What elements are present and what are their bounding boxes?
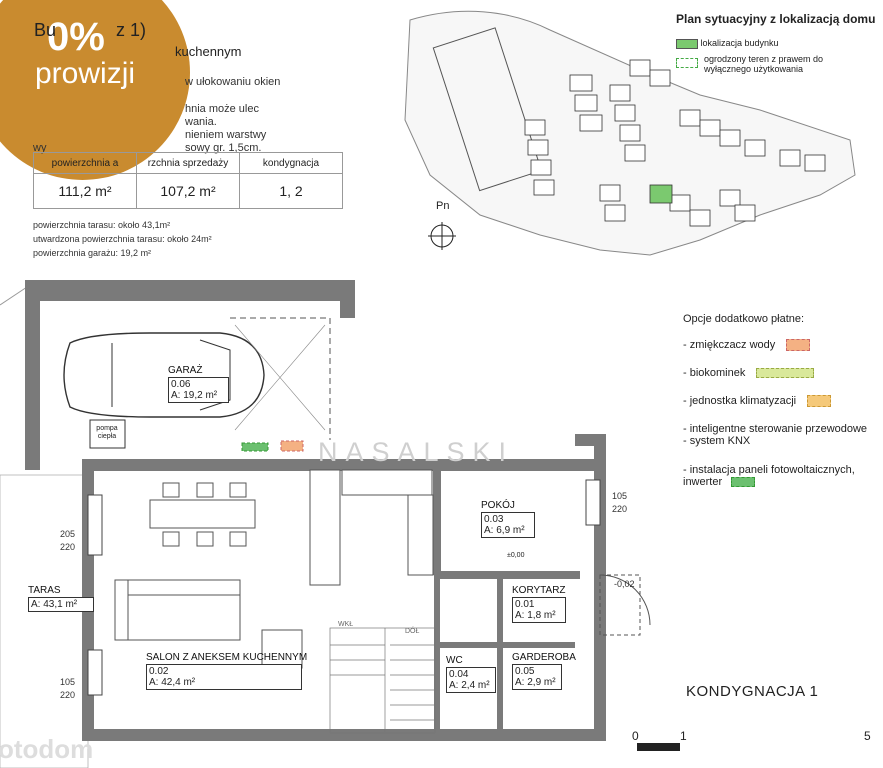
room-wc-area: A: 2,4 m² [449,680,490,691]
option-photovoltaics: - instalacja paneli fotowoltaicznych, in… [683,464,873,488]
extra-area-3: powierzchnia garażu: 19,2 m² [33,248,152,258]
option-swatch-biofireplace [756,368,815,379]
room-taras-box: A: 43,1 m² [28,597,94,612]
option-swatch-water-softener [786,339,811,352]
north-arrow [428,222,456,250]
site-plan-title: Plan sytuacyjny z lokalizacją domu [676,12,876,26]
title-start: Bu [34,20,57,40]
option-label-air-conditioning: - jednostka klimatyzacji [683,395,797,407]
site-legend-item-fenced: ogrodzony teren z prawem do wyłącznego u… [676,54,826,74]
area-header-3: kondygnacja [239,152,343,174]
level-entry: -0,02 [614,579,635,589]
north-label: Pn [436,200,450,212]
legend-label-fenced: ogrodzony teren z prawem do wyłącznego u… [704,54,824,74]
area-value-2: 107,2 m² [136,173,240,209]
area-value-1: 111,2 m² [33,173,137,209]
room-korytarz-name: KORYTARZ [512,585,566,596]
extra-area-1: powierzchnia tarasu: około 43,1m² [33,220,171,230]
floor-label: KONDYGNACJA 1 [686,683,819,700]
heat-pump-label: pompa ciepła [96,425,118,440]
window-dim-left-top-w: 205 [60,529,76,539]
stair-up-label: WKŁ [338,621,354,628]
room-garderoba-box: 0.05 A: 2,9 m² [512,664,562,690]
room-taras-name: TARAS [28,585,61,596]
option-swatch-photovoltaics [731,477,756,488]
area-header-2: rzchnia sprzedaży [136,152,240,174]
header-note-2: hnia może ulec [185,103,259,115]
legend-label-building: lokalizacja budynku [700,38,779,48]
window-dim-left-bottom: 105 220 [60,676,75,702]
site-plan-map [404,10,856,256]
room-pokoj-name: POKÓJ [481,500,515,511]
room-wc-box: 0.04 A: 2,4 m² [446,667,496,693]
option-label-water-softener: - zmiękczacz wody [683,339,776,351]
scale-0: 0 [632,729,639,743]
window-dim-left-top-h: 220 [60,542,76,552]
title-end: z 1) [116,20,147,40]
room-garage-box: 0.06 A: 19,2 m² [168,377,229,403]
header-note-3: wania. [185,116,217,128]
room-garage-name: GARAŻ [168,365,203,376]
room-garderoba-area: A: 2,9 m² [515,677,556,688]
room-garage-num: 0.06 [171,379,191,390]
room-wc-name: WC [446,655,463,666]
site-legend-item-building: lokalizacja budynku [676,38,779,49]
window-dim-left-bottom-h: 220 [60,690,76,700]
floor-plan [0,280,680,768]
header-note-1: w ułokowaniu okien [185,76,281,88]
room-garage-area: A: 19,2 m² [171,390,218,401]
room-salon-num: 0.02 [149,666,169,677]
room-korytarz-area: A: 1,8 m² [515,610,556,621]
window-dim-right-w: 105 [612,491,628,501]
page-title: Bu z 1) [34,20,146,41]
option-water-softener: - zmiękczacz wody [683,339,811,352]
room-pokoj-area: A: 6,9 m² [484,525,525,536]
window-dim-right-h: 220 [612,504,628,514]
options-title: Opcje dodatkowo płatne: [683,313,805,325]
room-garderoba-num: 0.05 [515,666,535,677]
legend-swatch-building [676,38,698,49]
area-table: powierzchnia a rzchnia sprzedaży kondygn… [33,152,343,209]
page-subtitle: kuchennym [175,44,242,59]
scale-bar [637,743,680,751]
level-room: ±0,00 [507,552,525,559]
header-note-4: nieniem warstwy [185,129,267,141]
header-left-note: wy [33,142,47,154]
extra-area-2: utwardzona powierzchnia tarasu: około 24… [33,234,212,244]
area-header-1: powierzchnia a [33,152,137,174]
stair-down-label: DÓŁ [405,628,420,635]
room-korytarz-box: 0.01 A: 1,8 m² [512,597,566,623]
watermark-otodom: otodom [0,734,94,764]
room-garderoba-name: GARDEROBA [512,652,576,663]
window-dim-right: 105 220 [612,490,627,516]
option-label-biofireplace: - biokominek [683,367,746,379]
window-dim-left-bottom-w: 105 [60,677,76,687]
room-pokoj-num: 0.03 [484,514,504,525]
watermark-brand: NASALSKI [318,437,515,467]
header-note-5: sowy gr. 1,5cm. [185,142,262,154]
scale-5: 5 [864,729,871,743]
room-salon-area: A: 42,4 m² [149,677,196,688]
commission-badge: 0% prowizji [0,0,190,180]
badge-label: prowizji [35,57,136,90]
scale-1: 1 [680,729,687,743]
option-air-conditioning: - jednostka klimatyzacji [683,395,832,408]
window-dim-left-top: 205 220 [60,528,75,554]
option-swatch-air-conditioning [807,395,832,408]
room-korytarz-num: 0.01 [515,599,535,610]
option-label-photovoltaics: - instalacja paneli fotowoltaicznych, in… [683,464,855,488]
room-taras-area: A: 43,1 m² [31,599,78,610]
room-salon-box: 0.02 A: 42,4 m² [146,664,302,690]
area-value-3: 1, 2 [239,173,343,209]
room-salon-name: SALON Z ANEKSEM KUCHENNYM [146,652,308,663]
room-wc-num: 0.04 [449,669,469,680]
legend-swatch-fenced [676,58,698,68]
badge-percent: 0% [47,15,105,59]
option-biofireplace: - biokominek [683,367,815,379]
room-pokoj-box: 0.03 A: 6,9 m² [481,512,535,538]
option-knx: - inteligentne sterowanie przewodowe - s… [683,423,868,447]
